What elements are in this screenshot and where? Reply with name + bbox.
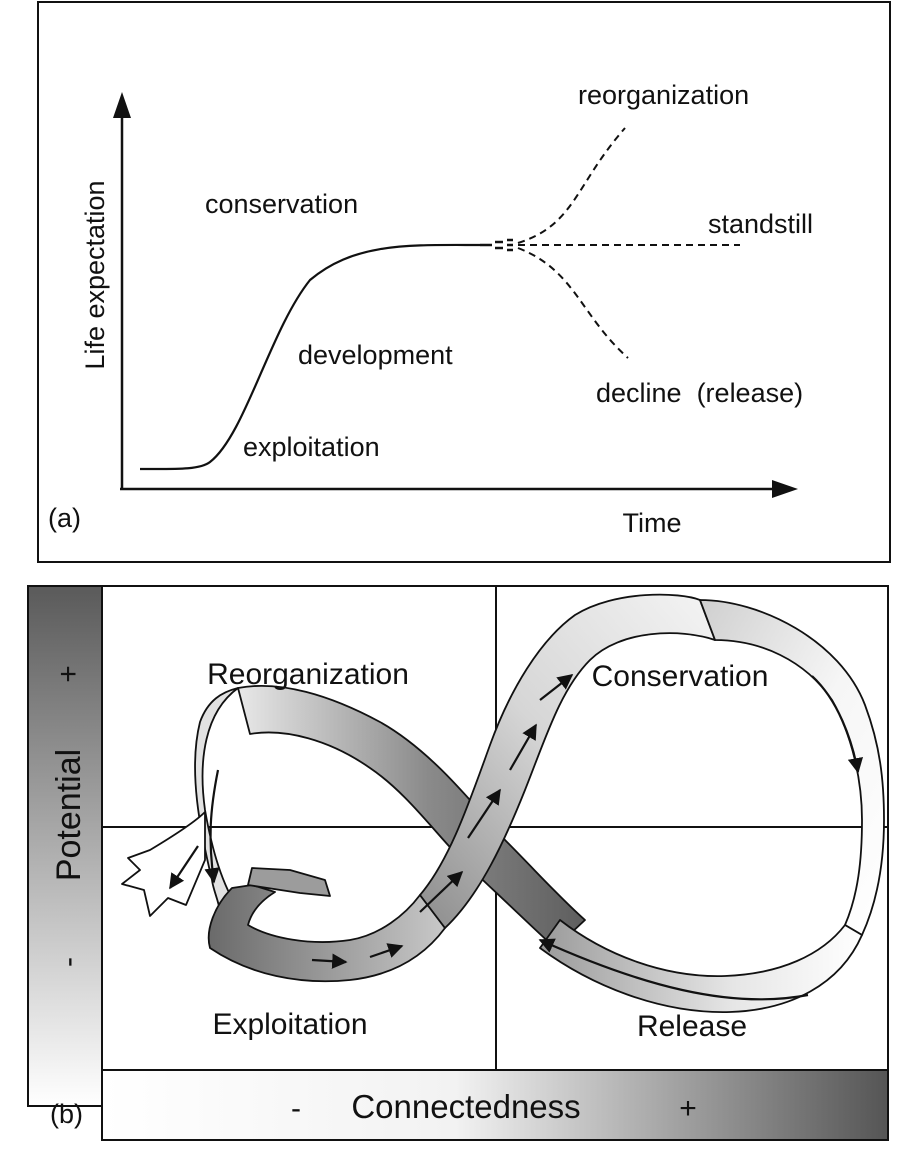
arrow-release-back <box>538 938 809 1001</box>
ribbon-notch <box>247 867 331 897</box>
panel-a: Life expectation Time (a) conservation d… <box>37 1 891 563</box>
y-axis-label: Life expectation <box>80 180 110 369</box>
panel-b: + Potential - - Connectedness + (b) <box>27 585 889 1141</box>
ribbon-torn-end <box>121 811 206 917</box>
arrow-front-3 <box>509 723 537 771</box>
quadrant-reorganization: Reorganization <box>207 658 409 691</box>
panel-a-tag: (a) <box>48 503 81 533</box>
y-axis-arrowhead <box>113 92 131 118</box>
label-decline: decline (release) <box>596 378 803 408</box>
arrow-front-4 <box>539 674 574 701</box>
arrow-exploitation-2 <box>369 943 404 959</box>
adaptive-cycle-loop <box>121 593 885 1013</box>
arrow-front-2 <box>467 788 501 839</box>
connectedness-band <box>101 1069 889 1141</box>
panel-b-tag: (b) <box>50 1099 83 1129</box>
quadrant-release: Release <box>637 1010 747 1043</box>
connectedness-label: Connectedness <box>351 1088 580 1125</box>
potential-minus: - <box>52 957 85 967</box>
arrow-exploitation-1 <box>311 953 348 969</box>
label-conservation: conservation <box>205 189 358 219</box>
connectedness-plus: + <box>679 1092 697 1125</box>
ribbon-back-segment <box>237 685 586 949</box>
potential-plus: + <box>52 665 85 683</box>
label-development: development <box>298 340 453 370</box>
label-reorganization: reorganization <box>578 80 749 110</box>
label-exploitation: exploitation <box>243 432 380 462</box>
panel-a-frame <box>37 1 891 563</box>
decline-branch <box>517 247 629 359</box>
x-axis-arrowhead <box>772 480 798 498</box>
arrow-reorganization-to-torn <box>169 845 199 890</box>
connectedness-minus: - <box>291 1092 301 1125</box>
arrow-front-1 <box>419 870 464 913</box>
arrow-conservation-down <box>811 675 864 774</box>
growth-curve <box>139 243 481 471</box>
potential-band <box>27 585 103 1107</box>
quadrant-conservation: Conservation <box>592 660 769 693</box>
curve-transition-dashes <box>480 238 513 252</box>
reorganization-branch <box>517 127 626 244</box>
flow-arrows <box>169 674 864 1001</box>
label-standstill: standstill <box>708 209 813 239</box>
arrow-left-loop-down <box>204 769 220 884</box>
x-axis-label: Time <box>623 508 682 538</box>
potential-label: Potential <box>50 749 88 881</box>
quadrant-exploitation: Exploitation <box>212 1008 367 1041</box>
